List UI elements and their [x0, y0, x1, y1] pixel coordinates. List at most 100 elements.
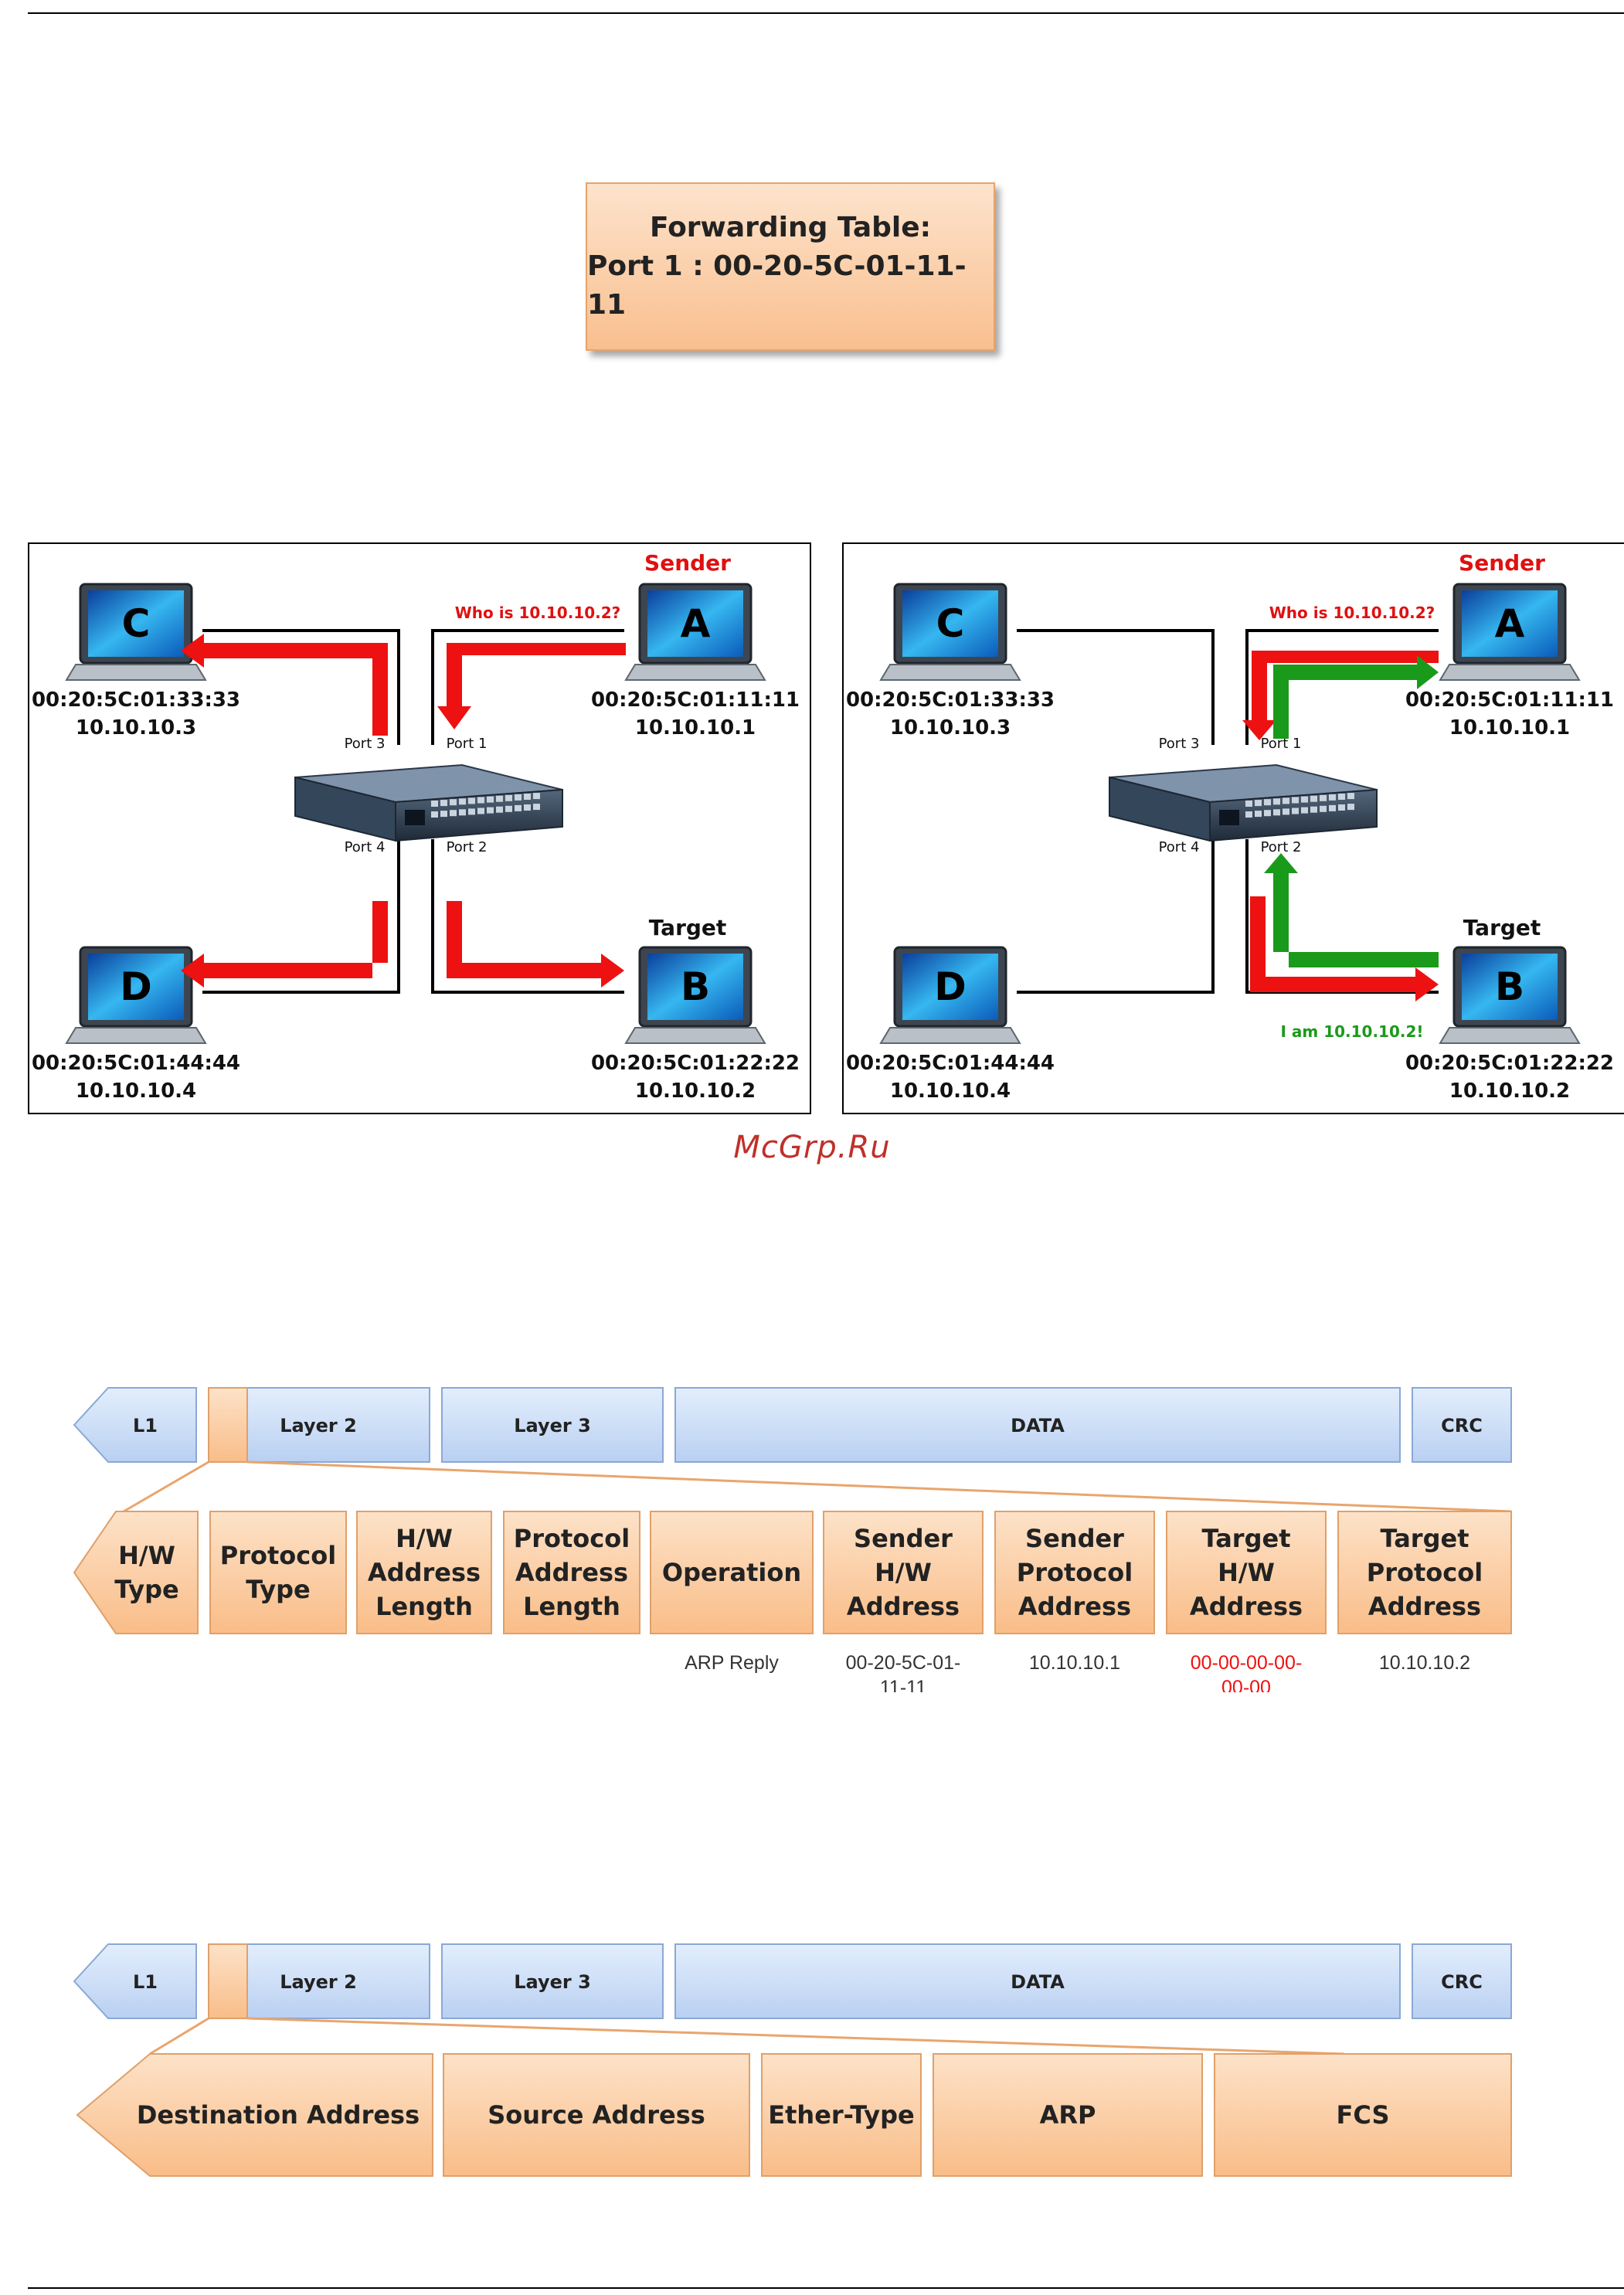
host-c-ip: 10.10.10.3	[76, 716, 196, 740]
cable-d	[202, 839, 400, 994]
host-b-mac: 00:20:5C:01:22:22	[591, 1052, 800, 1075]
field-box	[1337, 1511, 1512, 1634]
switch-port-slot	[477, 808, 484, 814]
field-box	[209, 1511, 347, 1634]
switch-port-slot	[1255, 800, 1262, 807]
laptop-base	[624, 1027, 766, 1044]
field-label: Length	[523, 1592, 620, 1621]
field-box	[1166, 1511, 1327, 1634]
switch-port-slot	[505, 794, 512, 801]
cable-c	[1017, 629, 1215, 745]
field-value: 10.10.10.1	[1029, 1652, 1120, 1674]
reply-text: I am 10.10.10.2!	[1280, 1022, 1423, 1041]
switch-port-slot	[1329, 804, 1336, 811]
laptop-base	[624, 664, 766, 681]
target-label: Target	[1463, 915, 1541, 940]
switch-port-slot	[515, 794, 522, 801]
switch-port-slot	[1264, 799, 1271, 806]
field-box	[73, 1511, 199, 1634]
field-label: Address	[368, 1558, 481, 1587]
field-label: Length	[375, 1592, 473, 1621]
laptop-base	[65, 664, 207, 681]
field-box	[933, 2053, 1203, 2177]
field-label: Sender	[1025, 1524, 1124, 1553]
host-d-mac: 00:20:5C:01:44:44	[846, 1052, 1055, 1075]
field-label: FCS	[1337, 2100, 1390, 2130]
laptop-screen	[902, 954, 998, 1020]
arrow-switch-to-c	[181, 634, 388, 736]
field-label: Target	[1202, 1524, 1291, 1553]
block-layer3-label: Layer 3	[514, 1415, 591, 1436]
switch-port-slot	[477, 797, 484, 804]
block-layer3-label: Layer 3	[514, 1971, 591, 1993]
forwarding-table-title: Forwarding Table:	[649, 212, 932, 243]
switch-port-slot	[496, 795, 503, 802]
switch-panel	[1219, 810, 1239, 825]
field-label: Ether-Type	[768, 2100, 915, 2130]
switch-port-slot	[431, 811, 438, 818]
field-label: Destination Address	[137, 2100, 420, 2130]
switch-port-slot	[1283, 797, 1289, 804]
laptop-screen	[902, 590, 998, 657]
block-l1-label: L1	[133, 1415, 158, 1436]
block-layer3	[441, 1387, 664, 1463]
switch-port-slot	[459, 809, 466, 816]
switch-port-slot	[1338, 794, 1345, 800]
field-value: 11-11	[880, 1677, 926, 1692]
field-value: 00-00-00-00-	[1191, 1652, 1303, 1674]
arrow-switch-to-d	[181, 901, 388, 988]
laptop-screen	[647, 590, 743, 657]
field-label: Address	[1190, 1592, 1303, 1621]
field-label: Protocol	[1367, 1558, 1483, 1587]
switch-port-slot	[487, 807, 494, 814]
field-label: Protocol	[220, 1541, 336, 1570]
field-value: 00-20-5C-01-	[846, 1652, 961, 1674]
field-value: ARP Reply	[685, 1652, 779, 1674]
zoom-line-right	[246, 2017, 1345, 2055]
switch-port-slot	[1310, 795, 1317, 802]
laptop-base	[1439, 1027, 1581, 1044]
network-switch	[294, 763, 563, 842]
host-letter: D	[120, 964, 152, 1009]
laptop-base	[65, 1027, 207, 1044]
network-switch	[1109, 763, 1378, 842]
host-c-mac: 00:20:5C:01:33:33	[32, 688, 240, 712]
host-d-mac: 00:20:5C:01:44:44	[32, 1052, 240, 1075]
host-b-mac: 00:20:5C:01:22:22	[1405, 1052, 1614, 1075]
query-text: Who is 10.10.10.2?	[455, 604, 621, 622]
switch-port-slot	[505, 805, 512, 812]
host-b-ip: 10.10.10.2	[635, 1080, 756, 1103]
host-letter: D	[934, 964, 967, 1009]
laptop-screen	[1462, 590, 1558, 657]
laptop-d: D	[879, 946, 1021, 1044]
port-label-1: Port 1	[447, 736, 488, 752]
field-box	[443, 2053, 750, 2177]
bottom-rule	[28, 2287, 1624, 2289]
field-label: Protocol	[1017, 1558, 1133, 1587]
switch-port-slot	[450, 810, 457, 817]
field-label: H/W	[875, 1558, 932, 1587]
host-a-mac: 00:20:5C:01:11:11	[591, 688, 800, 712]
switch-port-slot	[1338, 804, 1345, 811]
field-box	[76, 2053, 433, 2177]
switch-port-slot	[533, 793, 540, 800]
block-crc	[1412, 1943, 1512, 2019]
field-label: Address	[847, 1592, 960, 1621]
field-value: 10.10.10.2	[1379, 1652, 1470, 1674]
zoom-line-left	[123, 1460, 209, 1513]
field-label: Protocol	[514, 1524, 630, 1553]
field-value: 00-00	[1221, 1677, 1271, 1692]
port-label-3: Port 3	[345, 736, 386, 752]
host-c-ip: 10.10.10.3	[890, 716, 1011, 740]
block-layer2-label: Layer 2	[280, 1415, 357, 1436]
field-box	[650, 1511, 814, 1634]
sender-label: Sender	[1459, 550, 1545, 576]
switch-port-slot	[1273, 809, 1280, 816]
switch-port-slot	[1347, 793, 1354, 800]
laptop-screen	[88, 954, 184, 1020]
switch-panel	[405, 810, 425, 825]
field-box	[1214, 2053, 1512, 2177]
field-label: Address	[1018, 1592, 1131, 1621]
